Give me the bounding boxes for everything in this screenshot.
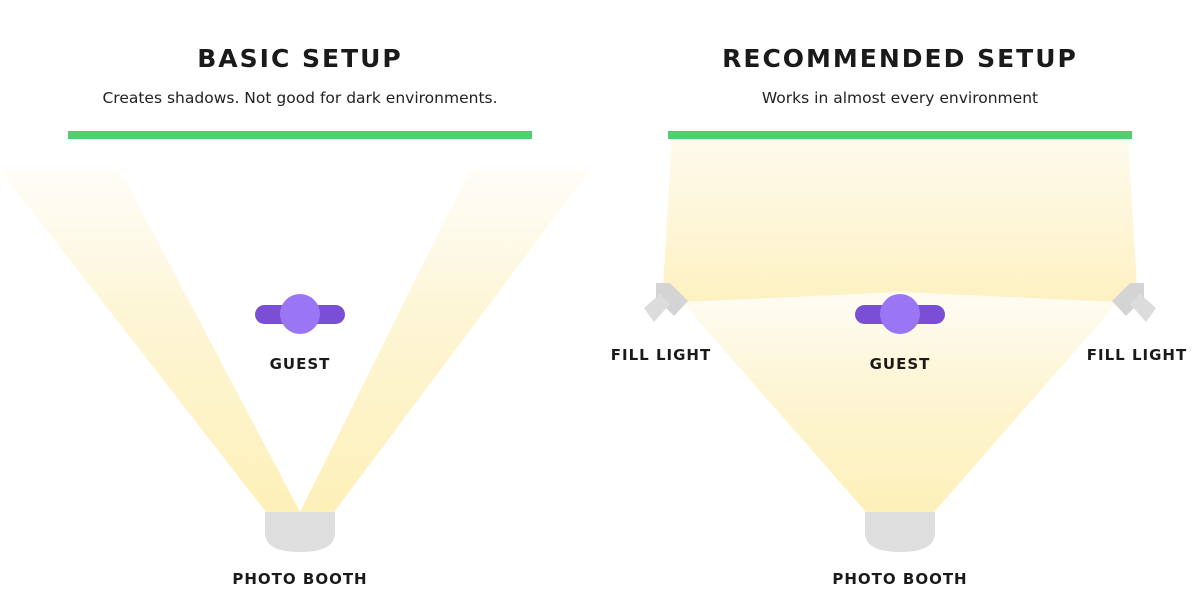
recommended-setup-title: RECOMMENDED SETUP [722, 44, 1078, 73]
basic-setup-title: BASIC SETUP [197, 44, 403, 73]
recommended-main-beam [682, 292, 1118, 512]
basic-setup-graphics [0, 131, 590, 552]
recommended-screen [668, 131, 1132, 139]
fill-light-right-label: FILL LIGHT [1086, 346, 1188, 364]
fill-light-left-label: FILL LIGHT [610, 346, 712, 364]
fill-light-icon [1112, 283, 1156, 322]
recommended-setup-graphics [644, 131, 1156, 552]
photo-booth-icon [265, 512, 335, 552]
guest-icon [855, 294, 945, 334]
guest-icon [255, 294, 345, 334]
recommended-setup-subtitle: Works in almost every environment [761, 89, 1039, 107]
fill-light-icon [644, 283, 688, 322]
basic-setup-subtitle: Creates shadows. Not good for dark envir… [102, 89, 498, 107]
basic-photo-booth-label: PHOTO BOOTH [232, 570, 368, 588]
recommended-guest-label: GUEST [869, 355, 931, 373]
recommended-photo-booth-label: PHOTO BOOTH [832, 570, 968, 588]
basic-screen [68, 131, 532, 139]
basic-left-beam [0, 170, 300, 512]
basic-guest-label: GUEST [269, 355, 331, 373]
photo-booth-icon [865, 512, 935, 552]
fill-light-wash [662, 136, 1138, 303]
basic-right-beam [300, 170, 590, 512]
